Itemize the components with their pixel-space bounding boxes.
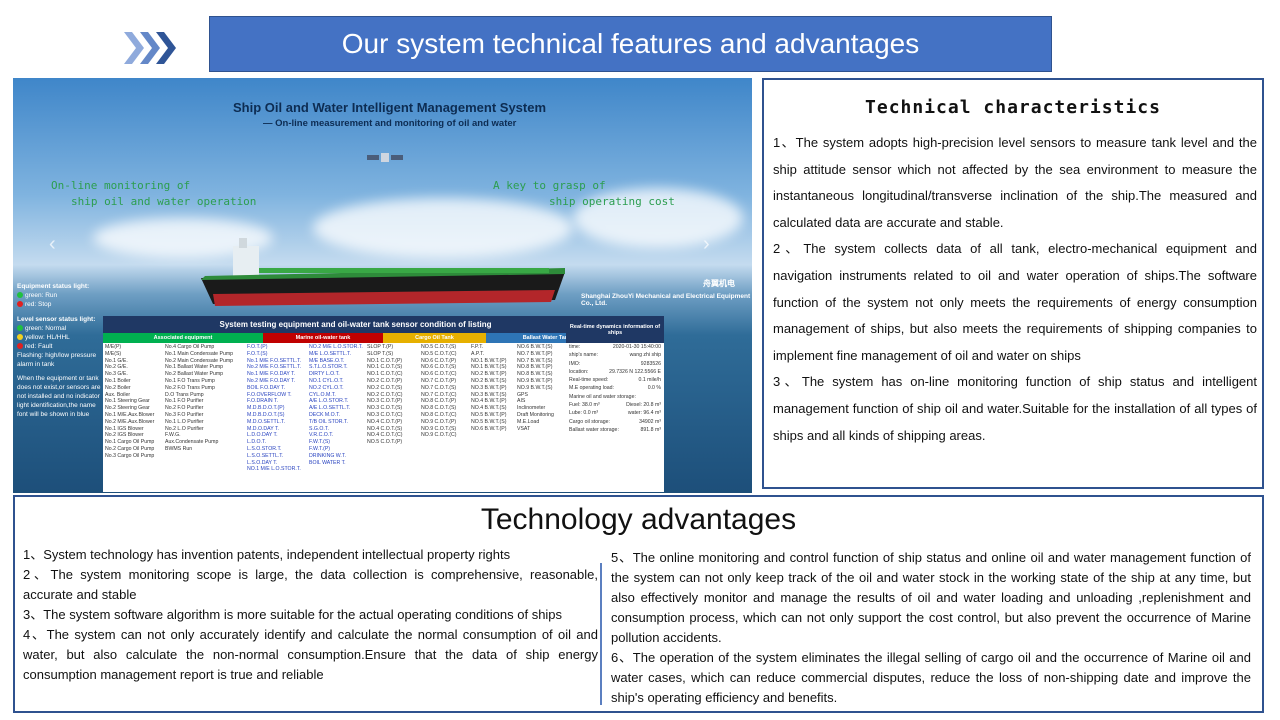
divider — [600, 563, 602, 705]
list-item: SLOP T.(P) SLOP T.(S) NO.1 C.O.T.(P) NO.… — [367, 344, 403, 446]
realtime-info-value: 29.7326 N 122.5566 E — [609, 368, 661, 375]
chevron-right-icon — [124, 32, 176, 64]
realtime-info-row: Fuel: 38.0 m³ Diesel: 20.8 m³ — [566, 401, 664, 409]
realtime-info-value: Diesel: 20.8 m³ — [626, 402, 661, 409]
realtime-info-row: location: 29.7326 N 122.5566 E — [566, 368, 664, 376]
technical-point-1: 1、The system adopts high-precision level… — [773, 135, 1257, 230]
realtime-info-row: time: 2020-01-30 15:40:00 — [566, 343, 664, 351]
list-item: No.4 Cargo Oil Pump No.1 Main Condensate… — [165, 344, 234, 452]
advantages-title: Technology advantages — [480, 503, 797, 536]
advantage-point-4: 4、The system can not only accurately ide… — [23, 627, 598, 682]
realtime-info-value: 34902 m³ — [639, 418, 661, 425]
carousel-next-icon[interactable]: › — [703, 233, 710, 255]
col-associated-equipment: Associated equipment — [103, 333, 263, 343]
list-item: NO.6 B.W.T.(S) NO.7 B.W.T.(P) NO.7 B.W.T… — [517, 344, 554, 432]
hero-left-tagline: On-line monitoring of ship oil and water… — [51, 179, 257, 208]
realtime-info-value: wang zhi ship — [629, 352, 661, 359]
realtime-info-row: Ballast water storage: 891.8 m³ — [566, 426, 664, 434]
list-item: F.O.T.(P) F.O.T.(S) No.1 M/E F.O.SETTL.T… — [247, 344, 302, 473]
page-title: Our system technical features and advant… — [209, 16, 1052, 72]
realtime-info-row: IMO: 9283526 — [566, 360, 664, 368]
realtime-info-row: Marine oil and water storage: — [566, 393, 664, 401]
advantage-point-6: 6、The operation of the system eliminates… — [611, 650, 1251, 705]
realtime-info-row: Real-time speed: 0.1 mile/h — [566, 376, 664, 384]
realtime-info-row: ship's name: wang zhi ship — [566, 351, 664, 359]
technical-point-2: 2、The system collects data of all tank, … — [773, 241, 1257, 363]
realtime-info-label: ship's name: — [569, 352, 598, 359]
realtime-info-value: water: 96.4 m³ — [627, 410, 661, 417]
advantage-point-5: 5、The online monitoring and control func… — [611, 550, 1251, 645]
technical-point-3: 3、The system has on-line monitoring func… — [773, 374, 1257, 443]
company-logo: 舟翼机电 — [703, 279, 735, 288]
realtime-info-label: Cargo oil storage: — [569, 418, 610, 425]
sensor-table-title: System testing equipment and oil-water t… — [103, 316, 608, 333]
hero-subtitle: — On-line measurement and monitoring of … — [263, 118, 517, 129]
realtime-info-label: Marine oil and water storage: — [569, 393, 636, 400]
status-legend: Equipment status light: green: Run red: … — [17, 283, 101, 418]
list-item: M/E(P) M/E(S) No.1 G/E. No.2 G/E. No.3 G… — [105, 344, 155, 459]
hero-right-tagline: A key to grasp of ship operating cost — [493, 179, 675, 208]
realtime-info-label: IMO: — [569, 360, 581, 367]
realtime-info-label: time: — [569, 344, 581, 350]
ship-illustration — [201, 238, 565, 306]
sensor-table: System testing equipment and oil-water t… — [103, 316, 608, 492]
list-item: F.P.T. A.P.T. NO.1 B.W.T.(P) NO.1 B.W.T.… — [471, 344, 507, 432]
realtime-info-value: 9283526 — [640, 360, 661, 367]
company-name: Shanghai ZhouYi Mechanical and Electrica… — [581, 293, 751, 307]
col-marine-tank: Marine oil-water tank — [263, 333, 383, 343]
realtime-info-row: M.E operating load: 0.0 % — [566, 384, 664, 392]
satellite-icon — [367, 153, 403, 162]
carousel-prev-icon[interactable]: ‹ — [49, 233, 56, 255]
realtime-info-row: Lube: 0.0 m³ water: 96.4 m³ — [566, 409, 664, 417]
realtime-info-value: 0.0 % — [647, 385, 661, 392]
advantage-point-2: 2、The system monitoring scope is large, … — [23, 567, 598, 602]
realtime-info-label: location: — [569, 368, 589, 375]
technical-title: Technical characteristics — [865, 97, 1161, 118]
col-cargo-tank: Cargo Oil Tank — [383, 333, 486, 343]
list-item: NO.5 C.O.T.(S) NO.5 C.O.T.(C) NO.6 C.O.T… — [421, 344, 457, 439]
list-item: NO.2 M/E L.O.STOR.T. M/E L.O.SETTL.T. M/… — [309, 344, 363, 466]
realtime-info-label: Fuel: 38.0 m³ — [569, 402, 600, 409]
realtime-info-label: M.E operating load: — [569, 385, 614, 392]
realtime-info-value: 891.8 m³ — [640, 426, 661, 433]
advantage-point-3: 3、The system software algorithm is more … — [23, 607, 563, 622]
realtime-info-value: 0.1 mile/h — [638, 377, 662, 384]
col-ballast-tank: Ballast Water Tank — [486, 333, 608, 343]
advantage-point-1: 1、System technology has invention patent… — [23, 547, 511, 562]
realtime-info-value: 2020-01-30 15:40:00 — [612, 344, 661, 350]
technology-advantages-panel: Technology advantages 1、System technolog… — [13, 495, 1264, 713]
technical-characteristics-panel: Technical characteristics 1、The system a… — [762, 78, 1264, 489]
realtime-info-label: Ballast water storage: — [569, 426, 619, 433]
realtime-info-row: Cargo oil storage: 34902 m³ — [566, 418, 664, 426]
realtime-info-title: Real-time dynamics information of ships — [566, 316, 664, 343]
hero-title: Ship Oil and Water Intelligent Managemen… — [233, 100, 547, 115]
realtime-info-panel: Real-time dynamics information of ships … — [566, 316, 664, 492]
realtime-info-label: Real-time speed: — [569, 377, 609, 384]
realtime-info-label: Lube: 0.0 m³ — [569, 410, 599, 417]
hero-banner: Ship Oil and Water Intelligent Managemen… — [13, 78, 752, 493]
